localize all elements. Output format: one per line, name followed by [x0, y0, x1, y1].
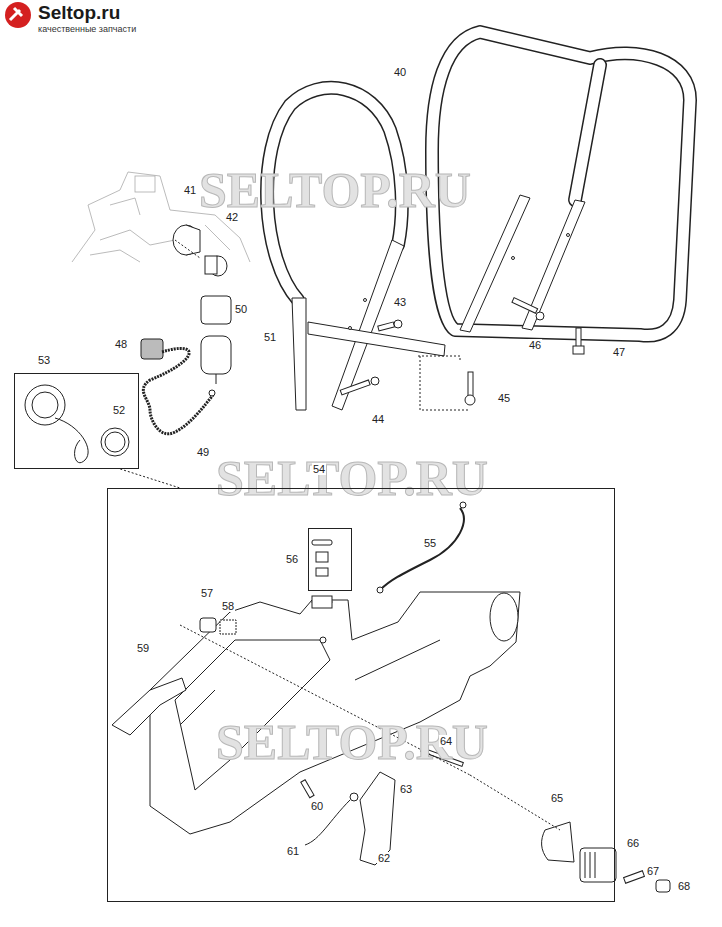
part-group-box: 5456 [107, 488, 615, 902]
fuel-cap [25, 385, 129, 463]
callout-number: 43 [393, 296, 407, 308]
group-callout: 53 [37, 354, 51, 366]
site-tagline: качественные запчасти [38, 24, 136, 34]
callout-number: 66 [626, 837, 640, 849]
callout-number: 48 [114, 338, 128, 350]
callout-number: 42 [225, 211, 239, 223]
callout-number: 63 [399, 783, 413, 795]
site-logo: Seltop.ru [38, 3, 120, 23]
callout-number: 60 [310, 800, 324, 812]
part-41-42 [173, 225, 227, 276]
guard-bars [292, 195, 585, 410]
part-group-box: 56 [308, 528, 352, 591]
callout-number: 64 [439, 735, 453, 747]
callout-number: 58 [221, 600, 235, 612]
watermark: SELTOP.RU [199, 164, 471, 216]
callout-number: 40 [393, 66, 407, 78]
callout-number: 68 [677, 880, 691, 892]
group-callout: 56 [285, 553, 299, 565]
screws [340, 298, 584, 410]
callout-number: 59 [136, 642, 150, 654]
callout-number: 65 [550, 792, 564, 804]
callout-number: 46 [528, 339, 542, 351]
part-group-box: 53 [14, 373, 139, 469]
housing-parts [112, 502, 670, 892]
logo-icon [5, 2, 31, 28]
callout-number: 45 [497, 392, 511, 404]
callout-number: 51 [263, 331, 277, 343]
housing [150, 592, 520, 834]
callout-number: 61 [286, 845, 300, 857]
callout-number: 62 [377, 852, 391, 864]
callout-number: 67 [646, 865, 660, 877]
group-callout: 54 [312, 463, 326, 475]
fuel-parts [141, 296, 231, 434]
leader-line [120, 469, 180, 488]
callout-number: 49 [196, 446, 210, 458]
callout-number: 57 [200, 587, 214, 599]
callout-number: 47 [612, 346, 626, 358]
callout-number: 41 [183, 184, 197, 196]
watermark: SELTOP.RU [216, 452, 488, 504]
callout-number: 44 [371, 413, 385, 425]
callout-number: 52 [112, 404, 126, 416]
callout-number: 55 [423, 537, 437, 549]
callout-number: 50 [234, 303, 248, 315]
